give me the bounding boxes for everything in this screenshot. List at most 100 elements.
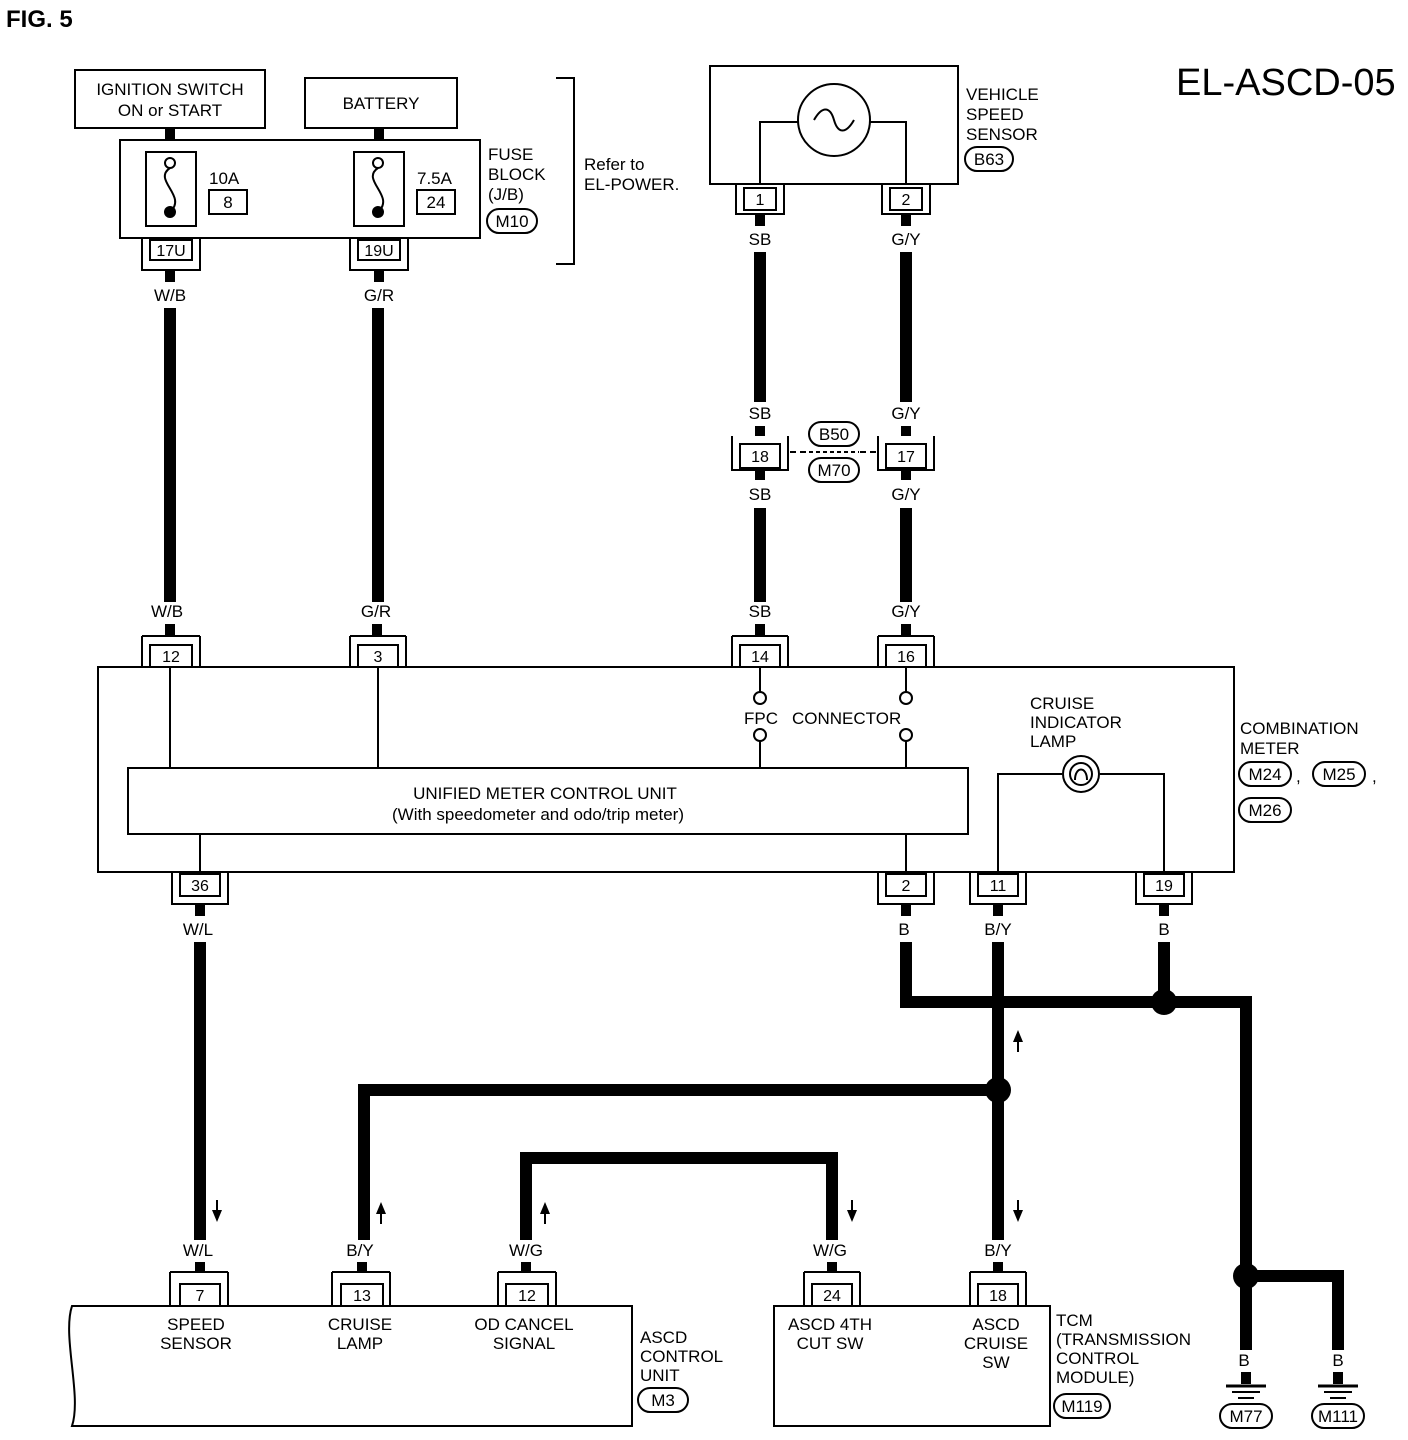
wire-label-gy-3: G/Y: [891, 485, 920, 504]
ground-1-connector: M77: [1229, 1407, 1262, 1426]
splice-b: [1151, 989, 1177, 1015]
svg-text:2: 2: [902, 192, 911, 209]
refer-label-2: EL-POWER.: [584, 175, 679, 194]
diagram-code: EL-ASCD-05: [1176, 62, 1396, 104]
wire-label-wl-2: W/L: [183, 1241, 213, 1260]
wire-b-ground-2: [1246, 1270, 1344, 1350]
wire-label-sb-4: SB: [749, 602, 772, 621]
svg-text:12: 12: [518, 1288, 536, 1305]
vss-label-2: SPEED: [966, 105, 1024, 124]
fuse-2-rating: 7.5A: [417, 169, 453, 188]
wire-label-gr-top: G/R: [364, 286, 394, 305]
svg-text:19U: 19U: [364, 243, 393, 260]
ascd-cruise-lamp-label-2: LAMP: [337, 1334, 383, 1353]
wire-label-sb-2: SB: [749, 404, 772, 423]
svg-text:2: 2: [902, 878, 911, 895]
wire-label-sb-3: SB: [749, 485, 772, 504]
ascd-speed-sensor-label-2: SENSOR: [160, 1334, 232, 1353]
combination-meter-label-1: COMBINATION: [1240, 719, 1359, 738]
ignition-switch-box: IGNITION SWITCH ON or START: [74, 69, 266, 129]
fuse-1-number: 8: [223, 193, 232, 212]
meter-pin-36: 36: [171, 872, 229, 905]
combination-meter-label-2: METER: [1240, 739, 1300, 758]
svg-text:19: 19: [1155, 878, 1173, 895]
fpc-connector-label: CONNECTOR: [792, 709, 901, 728]
meter-pin-2: 2: [877, 872, 935, 905]
wire-label-b-meter-19: B: [1158, 920, 1169, 939]
refer-label-1: Refer to: [584, 155, 644, 174]
fuse-1-icon: [145, 151, 197, 227]
tcm-box: 24 18: [773, 1271, 1051, 1427]
wire-label-gy-4: G/Y: [891, 602, 920, 621]
ascd-speed-sensor-label-1: SPEED: [167, 1315, 225, 1334]
vss-label-3: SENSOR: [966, 125, 1038, 144]
vss-connector-badge: [964, 146, 1014, 172]
tcm-4th-cut-label-1: ASCD 4TH: [788, 1315, 872, 1334]
tcm-pin-18: [977, 1283, 1019, 1307]
joint-connector-badge-bottom: [808, 457, 860, 483]
tcm-label-2: (TRANSMISSION: [1056, 1330, 1191, 1349]
wire-label-b-meter-2: B: [898, 920, 909, 939]
meter-connector-3: M26: [1248, 801, 1281, 820]
fuse-block-label-2: BLOCK: [488, 165, 546, 184]
svg-text:14: 14: [751, 649, 769, 666]
ground-1-wire-label: B: [1238, 1351, 1249, 1370]
svg-text:17: 17: [897, 449, 915, 466]
ascd-unit-label-1: ASCD: [640, 1328, 687, 1347]
svg-text:13: 13: [353, 1288, 371, 1305]
ascd-od-cancel-label-1: OD CANCEL: [474, 1315, 573, 1334]
fuse-1-rating: 10A: [209, 169, 240, 188]
joint-connector-17: 17: [877, 436, 935, 471]
ground-2-icon: [1318, 1384, 1358, 1399]
ignition-label-2: ON or START: [118, 101, 222, 120]
unified-meter-control-unit: UNIFIED METER CONTROL UNIT (With speedom…: [127, 767, 969, 835]
tcm-label-4: MODULE): [1056, 1368, 1134, 1387]
svg-text:24: 24: [823, 1288, 841, 1305]
tcm-label-1: TCM: [1056, 1311, 1093, 1330]
meter-pin-11: 11: [969, 872, 1027, 905]
battery-label: BATTERY: [343, 94, 420, 113]
wire-label-wb-bottom: W/B: [151, 602, 183, 621]
svg-text:3: 3: [374, 649, 383, 666]
joint-connector-18: 18: [731, 436, 789, 471]
joint-connector-bottom: M70: [817, 461, 850, 480]
svg-text:1: 1: [756, 192, 765, 209]
wire-label-wb-top: W/B: [154, 286, 186, 305]
tcm-pin-24: [811, 1283, 853, 1307]
ascd-pin-12: [505, 1283, 549, 1307]
wire-label-wg-1: W/G: [509, 1241, 543, 1260]
svg-text:16: 16: [897, 649, 915, 666]
tcm-label-3: CONTROL: [1056, 1349, 1139, 1368]
vehicle-speed-sensor: [709, 65, 959, 185]
wire-label-by-3: B/Y: [984, 1241, 1011, 1260]
ground-2-connector: M111: [1318, 1407, 1358, 1426]
ground-1-icon: [1226, 1384, 1266, 1399]
wire-label-by-1: B/Y: [984, 920, 1011, 939]
vss-pin-1: 1: [735, 184, 785, 215]
tcm-cruise-sw-label-3: SW: [982, 1353, 1009, 1372]
svg-text:7: 7: [196, 1288, 205, 1305]
battery-box: BATTERY: [304, 77, 458, 129]
wire-label-gr-bottom: G/R: [361, 602, 391, 621]
wire-label-by-2: B/Y: [346, 1241, 373, 1260]
ground-2-wire-label: B: [1332, 1351, 1343, 1370]
ascd-unit-label-3: UNIT: [640, 1366, 680, 1385]
meter-connector-1: M24: [1248, 765, 1281, 784]
vss-label-1: VEHICLE: [966, 85, 1039, 104]
wire-label-gy-2: G/Y: [891, 404, 920, 423]
fuse-block-label-3: (J/B): [488, 185, 524, 204]
wire-label-wl-1: W/L: [183, 920, 213, 939]
ascd-unit-label-2: CONTROL: [640, 1347, 723, 1366]
meter-pin-19: 19: [1135, 872, 1193, 905]
cruise-indicator-label-3: LAMP: [1030, 732, 1076, 751]
ascd-pin-7: [179, 1283, 221, 1307]
fpc-label: FPC: [744, 709, 778, 728]
meter-connector-2: M25: [1322, 765, 1355, 784]
svg-text:36: 36: [191, 878, 209, 895]
meter-connector-sep-2: ,: [1372, 767, 1377, 786]
ascd-pin-13: [340, 1283, 384, 1307]
svg-text:17U: 17U: [156, 243, 185, 260]
combination-meter: 12 3 14 16: [97, 635, 1235, 873]
tcm-cruise-sw-label-2: CRUISE: [964, 1334, 1028, 1353]
ignition-label-1: IGNITION SWITCH: [96, 80, 243, 99]
